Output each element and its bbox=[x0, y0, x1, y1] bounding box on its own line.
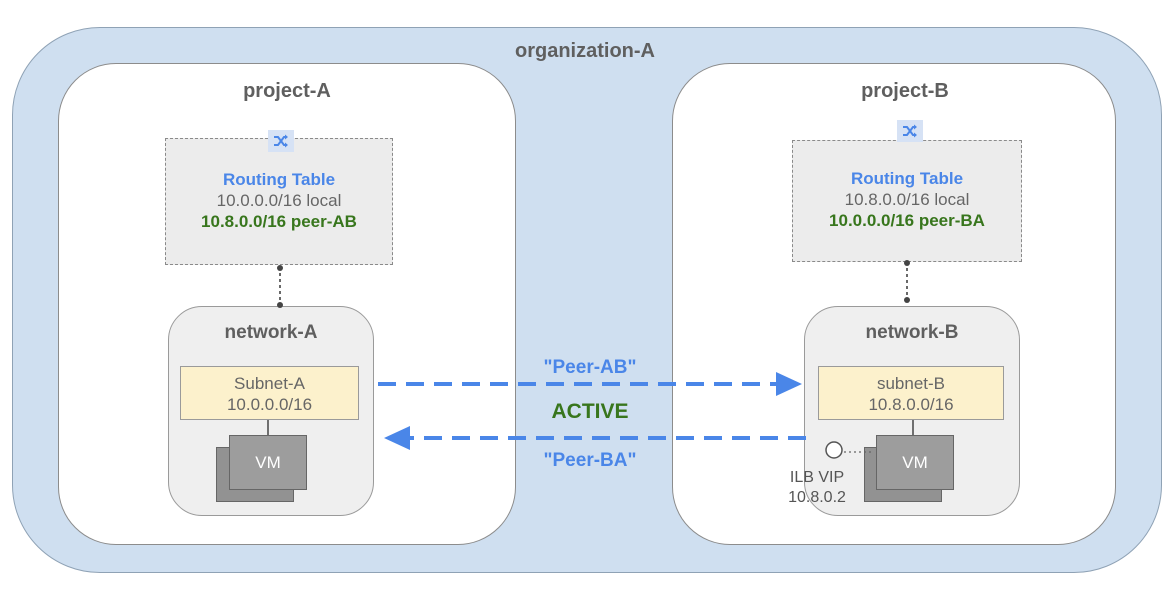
connector-dot bbox=[277, 265, 283, 271]
organization-label: organization-A bbox=[515, 40, 655, 62]
vm-a-label: VM bbox=[255, 452, 281, 472]
vm-b: VM bbox=[876, 435, 954, 490]
routing-table-a-title: Routing Table bbox=[222, 170, 336, 189]
peer-ba-arrowhead-icon bbox=[384, 426, 410, 450]
ilb-circle-icon bbox=[825, 441, 843, 459]
subnet-a-name: Subnet-A bbox=[234, 374, 305, 393]
peering-status: ACTIVE bbox=[551, 400, 629, 423]
subnet-b-name: subnet-B bbox=[876, 374, 946, 393]
routing-table-b-title: Routing Table bbox=[850, 169, 964, 188]
subnet-a-cidr: 10.0.0.0/16 bbox=[226, 395, 313, 414]
routing-table-a: Routing Table 10.0.0.0/16 local 10.8.0.0… bbox=[165, 138, 393, 265]
subnet-b-cidr: 10.8.0.0/16 bbox=[868, 395, 954, 414]
shuffle-icon bbox=[268, 130, 294, 152]
ilb-vip: ILB VIP 10.8.0.2 bbox=[774, 468, 860, 508]
routing-table-b-local-route: 10.8.0.0/16 local bbox=[844, 190, 970, 209]
subnet-a: Subnet-A 10.0.0.0/16 bbox=[180, 366, 359, 420]
peer-ab-label: "Peer-AB" bbox=[543, 357, 637, 378]
peer-ba-label: "Peer-BA" bbox=[543, 450, 637, 471]
routing-table-a-local-route: 10.0.0.0/16 local bbox=[216, 191, 342, 210]
connector-dot bbox=[277, 302, 283, 308]
vm-b-label: VM bbox=[902, 452, 928, 472]
ilb-vip-ip: 10.8.0.2 bbox=[788, 489, 846, 506]
connector-dot bbox=[904, 297, 910, 303]
shuffle-icon bbox=[897, 120, 923, 142]
network-a-label: network-A bbox=[224, 322, 318, 343]
routing-table-b-peer-route: 10.0.0.0/16 peer-BA bbox=[829, 211, 985, 230]
vm-a: VM bbox=[229, 435, 307, 490]
routing-table-a-peer-route: 10.8.0.0/16 peer-AB bbox=[201, 212, 357, 231]
network-b-label: network-B bbox=[865, 322, 959, 343]
connector-dot bbox=[904, 260, 910, 266]
ilb-vip-label: ILB VIP bbox=[789, 469, 845, 486]
project-a-label: project-A bbox=[243, 80, 331, 102]
routing-table-b: Routing Table 10.8.0.0/16 local 10.0.0.0… bbox=[792, 140, 1022, 262]
project-b-label: project-B bbox=[861, 80, 949, 102]
peer-ab-arrowhead-icon bbox=[776, 372, 802, 396]
subnet-b: subnet-B 10.8.0.0/16 bbox=[818, 366, 1004, 420]
